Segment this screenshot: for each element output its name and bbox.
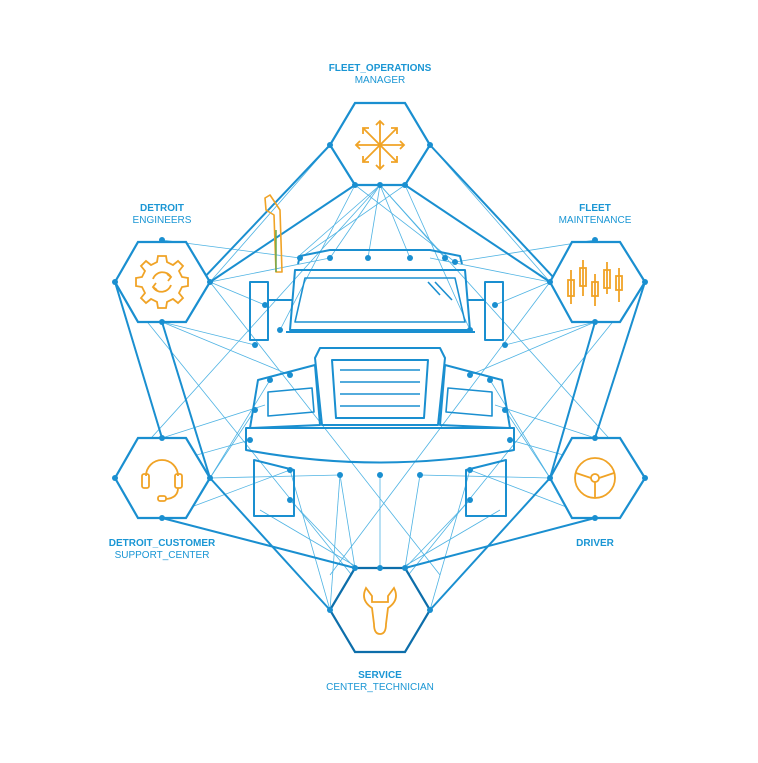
left-mirror bbox=[249, 281, 269, 341]
steering-wheel-icon bbox=[574, 457, 616, 499]
headset-icon bbox=[141, 459, 183, 502]
cab-body bbox=[289, 269, 471, 331]
grille bbox=[331, 359, 429, 419]
hex-service bbox=[328, 566, 432, 654]
network-thick-lines bbox=[114, 144, 646, 611]
left-fender bbox=[249, 364, 321, 429]
grille-bars bbox=[340, 369, 420, 407]
hex-support bbox=[113, 436, 212, 520]
truck-illustration bbox=[245, 194, 515, 517]
network-thin-lines bbox=[114, 144, 646, 611]
node-title: FLEET bbox=[579, 203, 611, 214]
node-subtitle: ENGINEERS bbox=[132, 215, 192, 226]
hood bbox=[314, 347, 446, 426]
node-label-fleet-maint: FLEET MAINTENANCE bbox=[559, 203, 632, 227]
arrows-burst-icon bbox=[354, 119, 406, 171]
node-subtitle: SUPPORT_CENTER bbox=[114, 550, 210, 561]
node-subtitle: CENTER_TECHNICIAN bbox=[326, 682, 434, 693]
candlestick-chart-icon bbox=[567, 260, 623, 306]
junction-dots bbox=[112, 142, 648, 613]
hex-driver bbox=[548, 436, 647, 520]
node-subtitle: MAINTENANCE bbox=[558, 215, 632, 226]
node-label-support: DETROIT_CUSTOMER SUPPORT_CENTER bbox=[109, 538, 216, 562]
node-label-fleet-ops: FLEET_OPERATIONS MANAGER bbox=[329, 63, 432, 87]
hex-engineers bbox=[113, 240, 212, 324]
node-label-engineers: DETROIT ENGINEERS bbox=[133, 203, 192, 227]
left-headlight bbox=[267, 387, 315, 417]
node-title: SERVICE bbox=[358, 670, 402, 681]
right-tire bbox=[465, 459, 507, 517]
node-label-service: SERVICE CENTER_TECHNICIAN bbox=[326, 670, 434, 694]
node-label-driver: DRIVER bbox=[576, 538, 614, 550]
node-title: FLEET_OPERATIONS bbox=[328, 63, 432, 74]
gear-cycle-icon bbox=[135, 255, 189, 309]
node-title: DETROIT_CUSTOMER bbox=[108, 538, 216, 549]
node-title: DRIVER bbox=[576, 538, 614, 549]
wrench-icon bbox=[363, 586, 397, 635]
left-tire bbox=[253, 459, 295, 517]
node-subtitle: MANAGER bbox=[354, 75, 406, 86]
node-title: DETROIT bbox=[140, 203, 184, 214]
right-headlight bbox=[445, 387, 493, 417]
right-fender bbox=[439, 364, 511, 429]
right-mirror bbox=[484, 281, 504, 341]
bumper bbox=[245, 427, 515, 464]
windshield bbox=[294, 277, 466, 323]
exhaust-stack bbox=[264, 194, 283, 273]
